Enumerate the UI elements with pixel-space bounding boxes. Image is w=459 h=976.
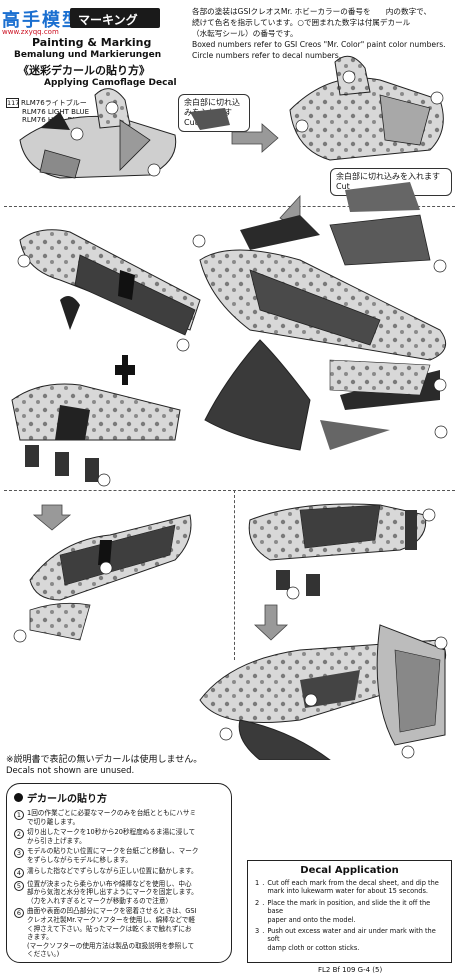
step-text: Push out excess water and air under mark… (267, 927, 436, 952)
jp-decal-instructions: デカールの貼り方 1 1回の作業ごとに必要なマークのみを台紙とともにハサミ で切… (6, 783, 232, 963)
step-text: Cut off each mark from the decal sheet, … (267, 879, 439, 896)
step-number: 6 (14, 908, 24, 919)
step2-tail-panels (11, 383, 181, 482)
step1-tail-after (289, 55, 444, 161)
jp-step: 5 位置が決まったら柔らかい布や綿棒などを使用し、中心 部から気泡と水分を押し出… (14, 880, 224, 906)
cut-callout-en: Cut (336, 182, 350, 191)
step3-fuselage-right (248, 503, 427, 596)
section-header-bar: マーキング (70, 8, 160, 28)
step-text: 1回の作業ごとに必要なマークのみを台紙とともにハサミ で切り離します。 (27, 809, 197, 826)
step4-aircraft-final (199, 624, 447, 760)
jp-step: 2 切り出したマークを10秒から20秒程度ぬるま湯に浸して から引き上げます。 (14, 828, 224, 845)
watermark-logo: 高手模型 www.zxyqq.com (2, 6, 80, 40)
aircraft-illustrations (11, 55, 448, 760)
note-line: 各部の塗装はGSIクレオスMr. ホビーカラーの番号を 内の数字で、 (192, 7, 432, 16)
step-text: 濡らした指などでずらしながら正しい位置に動かします。 (27, 866, 198, 875)
title-de: Bemalung und Markierungen (14, 50, 162, 60)
note-line: Boxed numbers refer to GSI Creos "Mr. Co… (192, 40, 446, 49)
decal-number-markers (13, 70, 448, 759)
en-instructions-heading: Decal Application (300, 865, 399, 876)
watermark-site-name: 高手模型 (2, 10, 82, 31)
watermark-site-url: www.zxyqq.com (2, 28, 59, 36)
jp-step: 1 1回の作業ごとに必要なマークのみを台紙とともにハサミ で切り離します。 (14, 809, 224, 826)
arrow-down (253, 604, 289, 641)
step-text: モデルの貼りたい位置にマークを台紙ごと移動し、マーク をずらしながらモデルに移し… (27, 847, 199, 864)
step-text: 位置が決まったら柔らかい布や綿棒などを使用し、中心 部から気泡と水分を押し出すよ… (27, 879, 198, 905)
arrow-right (231, 123, 279, 153)
note-line: 続けて色名を指示しています。○で囲まれた数字は付属デカール (192, 18, 411, 27)
step2-aircraft-main (199, 214, 447, 451)
unused-notice-en: Decals not shown are unused. (6, 766, 135, 776)
step-number: 2 (255, 898, 260, 907)
step-text: 切り出したマークを10秒から20秒程度ぬるま湯に浸して から引き上げます。 (27, 828, 196, 845)
jp-heading-text: デカールの貼り方 (27, 794, 107, 805)
step-number: 4 (14, 867, 24, 878)
footer-code: FL2 Bf 109 G-4 (5) (318, 966, 383, 974)
step-number: 1 (14, 810, 24, 820)
step-number: 5 (14, 880, 24, 891)
color-name-jp: RLM76ライトブルー (21, 99, 87, 107)
color-notes: 各部の塗装はGSIクレオスMr. ホビーカラーの番号を 内の数字で、 続けて色名… (192, 6, 454, 61)
bullet-icon (14, 793, 23, 802)
en-decal-instructions: Decal Application 1. Cut off each mark f… (247, 860, 452, 963)
jp-step: 6 曲面や表面の凹凸部分にマークを密着させるときは、GSI クレオス社製Mr.マ… (14, 907, 224, 959)
jp-instructions-heading: デカールの貼り方 (14, 790, 224, 805)
arrow-down (32, 504, 72, 531)
step2-fuselage-left (19, 229, 201, 385)
note-line: Circle numbers refer to decal numbers. (192, 51, 342, 60)
step-number: 1 (255, 879, 260, 887)
color-name-en: RLM76 LIGHT BLUE (22, 108, 89, 116)
section-divider (4, 206, 455, 207)
en-step: 3. Push out excess water and air under m… (255, 927, 444, 952)
en-step: 1. Cut off each mark from the decal shee… (255, 879, 439, 896)
step-number: 3 (14, 848, 24, 859)
section-divider (234, 490, 235, 660)
jp-step: 3 モデルの貼りたい位置にマークを台紙ごと移動し、マーク をずらしながらモデルに… (14, 847, 224, 864)
step-text: Place the mark in position, and slide th… (267, 898, 431, 924)
step1-tail-before (19, 88, 177, 179)
section-label: マーキング (78, 13, 138, 27)
paint-number-box: 117 (6, 98, 20, 108)
cut-callout-en: Cut (184, 118, 198, 127)
step-number: 3 (255, 927, 260, 936)
note-line: （水転写シール）の番号です。 (192, 29, 298, 38)
step3-fuselage-left (29, 514, 192, 641)
title-jp: 《迷彩デカールの貼り方》 (18, 64, 150, 77)
step-number: 2 (14, 829, 24, 840)
cut-callout-jp: 余白部に切れ込みを入れます (336, 172, 440, 181)
unused-notice-jp: ※説明書で表記の無いデカールは使用しません。 (6, 755, 203, 765)
jp-step: 4 濡らした指などでずらしながら正しい位置に動かします。 (14, 867, 224, 878)
title-en: Painting & Marking (32, 36, 152, 49)
subtitle-en: Applying Camoflage Decal (44, 78, 177, 88)
step-text: 曲面や表面の凹凸部分にマークを密着させるときは、GSI クレオス社製Mr.マーク… (27, 907, 197, 959)
en-step: 2. Place the mark in position, and slide… (255, 899, 444, 924)
section-divider (4, 490, 455, 491)
